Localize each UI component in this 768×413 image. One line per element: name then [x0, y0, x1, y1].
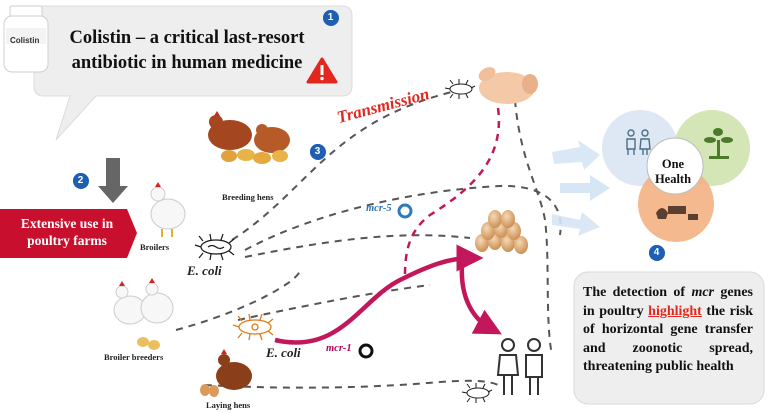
colistin-bottle-icon [3, 5, 49, 73]
conclusion-highlight: highlight [648, 303, 702, 319]
conclusion-mcr: mcr [691, 285, 714, 300]
mcr1-plasmid-icon [358, 343, 374, 359]
humans-icon [496, 338, 543, 395]
extensive-use-arrow [0, 209, 137, 258]
mcr-spread-arrow-eggs [274, 244, 484, 345]
conclusion-part1: The detection of [583, 285, 692, 300]
conclusion-part2: genes in poultry [583, 285, 753, 319]
callout-title: Colistin – a critical last-resort antibi… [58, 26, 316, 76]
extensive-use-label: Extensive use in poultry farms [8, 215, 126, 249]
step-3-number: 3 [310, 144, 325, 159]
people-icon [626, 129, 651, 155]
step-1-number: 1 [323, 10, 338, 25]
eggs-icon [475, 210, 528, 254]
bottle-label: Colistin [10, 36, 40, 45]
breeding-hens-icon [208, 111, 290, 164]
extensive-use-line1: Extensive use in [20, 216, 114, 231]
one-health-line1: One [661, 157, 685, 171]
step-2-number: 2 [73, 173, 88, 188]
step-4-number: 4 [649, 245, 664, 260]
livestock-icon [656, 206, 698, 220]
bacterium-near-humans-icon [461, 383, 493, 403]
one-health-arrows [552, 140, 610, 236]
breeding-hens-label: Breeding hens [222, 192, 274, 202]
mcr-spread-arrow-humans [459, 264, 502, 335]
mcr1-label: mcr-1 [326, 343, 352, 354]
ecoli-label-2: E. coli [266, 345, 301, 360]
ecoli-label-1: E. coli [187, 263, 222, 278]
down-arrow-icon [98, 158, 128, 203]
ecoli-bacterium-mcr1-icon [232, 313, 274, 341]
warning-icon [306, 57, 338, 84]
conclusion-text: The detection of mcr genes in poultry hi… [583, 284, 753, 377]
ecoli-bacterium-icon [194, 233, 235, 261]
one-health-line2: Health [654, 172, 692, 186]
broilers-label: Broilers [140, 242, 170, 252]
conclusion-panel [573, 271, 765, 405]
raw-chicken-icon [478, 67, 538, 104]
conclusion-part3: the risk of horizontal gene transfer and… [583, 303, 753, 375]
plant-icon [704, 128, 733, 159]
callout-title-line2: antibiotic in human medicine [71, 53, 303, 73]
extensive-use-line2: poultry farms [27, 233, 107, 248]
broiler-breeders-icon [113, 278, 174, 350]
one-health-label: One Health [650, 157, 696, 187]
one-health-venn [602, 110, 750, 242]
mcr5-plasmid-icon [397, 203, 413, 219]
broiler-breeders-label: Broiler breeders [104, 352, 164, 362]
callout-title-line1: Colistin – a critical last-resort [69, 28, 305, 48]
broilers-icon [150, 182, 186, 237]
laying-hens-label: Laying hens [206, 400, 251, 410]
transmission-paths [175, 89, 562, 389]
bacterium-near-chicken-icon [444, 79, 476, 99]
laying-hens-icon [200, 349, 252, 397]
mcr5-label: mcr-5 [366, 203, 392, 214]
